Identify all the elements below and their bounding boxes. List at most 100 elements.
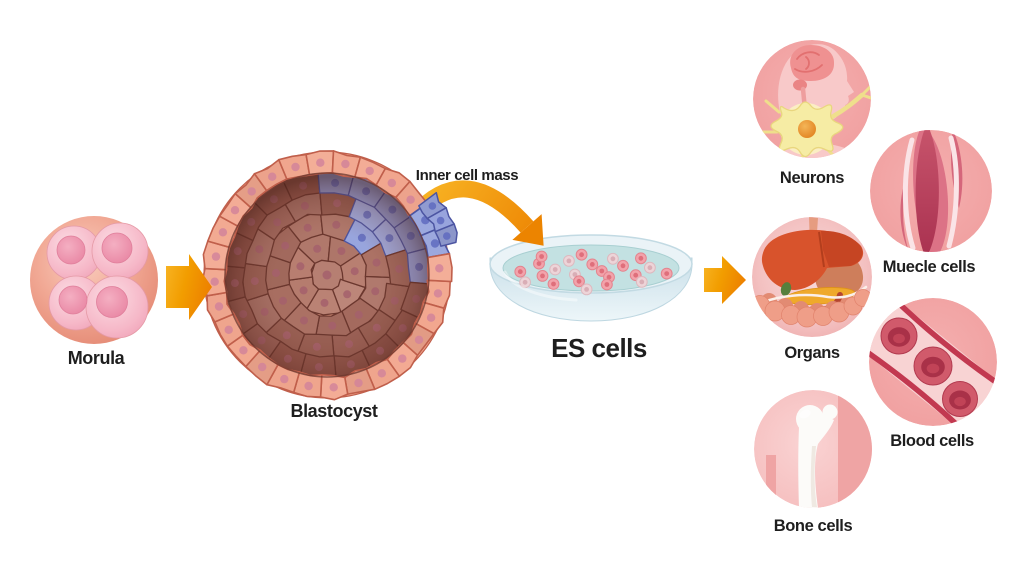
cell-nucleus	[258, 362, 267, 372]
vessel-wall	[869, 336, 977, 426]
neuron-nucleus	[798, 120, 816, 138]
cell-nucleus	[230, 206, 240, 215]
morula-cell-nucleus	[96, 286, 128, 318]
cell-nucleus	[430, 239, 440, 248]
brain-fold	[794, 64, 823, 73]
es-cell	[617, 259, 629, 272]
morula-cells	[46, 222, 149, 339]
liver-right-lobe	[821, 230, 863, 267]
morula-cell-nucleus	[58, 285, 88, 315]
cell-nucleus	[428, 202, 437, 210]
es-cell	[549, 263, 562, 276]
dish-highlight	[503, 270, 578, 302]
es-cell	[635, 252, 647, 265]
morula	[30, 216, 158, 344]
petri-dish	[489, 234, 693, 322]
muscle-fiber-dark	[915, 130, 939, 252]
labels: Morula Blastocyst Inner cell mass ES cel…	[68, 167, 976, 535]
es-cell	[535, 250, 548, 263]
cell-nucleus	[280, 374, 289, 384]
cell-nucleus	[214, 302, 224, 311]
bone-bg-bar	[766, 455, 776, 508]
muscle-fiber-light	[900, 176, 909, 252]
cell-nucleus	[218, 228, 228, 237]
es-cell	[573, 275, 585, 288]
blood-cells-label: Blood cells	[890, 432, 974, 450]
es-cell	[601, 278, 613, 291]
cell-nucleus	[316, 158, 325, 167]
derived-neurons	[753, 40, 871, 158]
brain-fold	[796, 51, 820, 60]
es-cell	[635, 276, 648, 288]
cell-nucleus	[398, 354, 407, 363]
cell-nucleus	[268, 172, 277, 181]
cell-nucleus	[239, 346, 248, 355]
cell-nucleus	[433, 289, 443, 298]
cavity-rim	[224, 172, 430, 378]
liver-divider	[818, 231, 825, 268]
neurons-label: Neurons	[780, 169, 844, 187]
brain-icon	[790, 45, 835, 81]
cell-nucleus	[435, 264, 444, 273]
morula-cell-nucleus	[56, 235, 86, 265]
es-cell	[607, 252, 619, 265]
cell-nucleus	[247, 187, 256, 196]
cell-nucleus	[211, 252, 221, 261]
neuron-axon	[829, 92, 865, 120]
femur-shaft	[798, 414, 834, 508]
bone-cells-label: Bone cells	[774, 517, 853, 535]
es-cell	[586, 258, 599, 271]
cell-nucleus	[341, 159, 350, 169]
cell-nucleus	[210, 277, 219, 286]
cavity-shading	[225, 173, 429, 377]
morula-cell-nucleus	[101, 232, 133, 264]
arrow-es-cells-to-derived	[704, 256, 746, 304]
es-cell	[575, 248, 588, 261]
organs-label: Organs	[784, 344, 840, 362]
cell-nucleus	[354, 378, 363, 388]
red-blood-cell	[913, 346, 953, 386]
cell-nucleus	[414, 335, 424, 344]
cell-nucleus	[224, 325, 233, 334]
es-cell	[547, 278, 560, 290]
es-cell	[514, 265, 527, 278]
cell-nucleus	[329, 383, 338, 392]
femur-shading	[810, 446, 817, 507]
derived-organs	[752, 217, 872, 337]
cell-nucleus	[387, 178, 396, 188]
muscle-fiber-gap	[946, 135, 959, 249]
femur-highlight	[799, 409, 811, 419]
bone-bg-band	[838, 390, 872, 508]
brain-fold	[805, 56, 810, 70]
arrow-morula-to-blastocyst	[166, 254, 212, 320]
cell-nucleus	[304, 381, 313, 391]
muscle-cells-label: Muecle cells	[883, 258, 976, 276]
cell-nucleus	[377, 369, 386, 378]
cell-nucleus	[436, 216, 445, 225]
cell-nucleus	[291, 162, 300, 172]
inner-cell-mass-label: Inner cell mass	[416, 167, 518, 184]
blastocyst	[201, 150, 458, 401]
cell-nucleus	[365, 166, 374, 176]
es-cell	[580, 283, 593, 296]
morula-label: Morula	[68, 348, 126, 368]
large-intestine	[752, 289, 872, 328]
femur-trochanter	[822, 404, 838, 420]
cell-nucleus	[426, 313, 436, 322]
es-cell	[644, 261, 656, 274]
es-cell-colony	[514, 248, 673, 296]
derived-blood-cells	[869, 298, 997, 426]
blastocyst-cells	[201, 150, 458, 401]
arrow-head	[512, 214, 544, 246]
es-cell	[536, 270, 549, 282]
red-blood-cell	[942, 381, 978, 417]
red-blood-cell	[880, 317, 918, 355]
cell-nucleus	[406, 195, 415, 204]
muscle-fiber-gap	[902, 137, 916, 251]
derived-muscle-cells	[870, 130, 992, 252]
es-cell	[519, 276, 531, 289]
es-cells-label: ES cells	[551, 333, 647, 363]
es-cell	[563, 255, 575, 267]
